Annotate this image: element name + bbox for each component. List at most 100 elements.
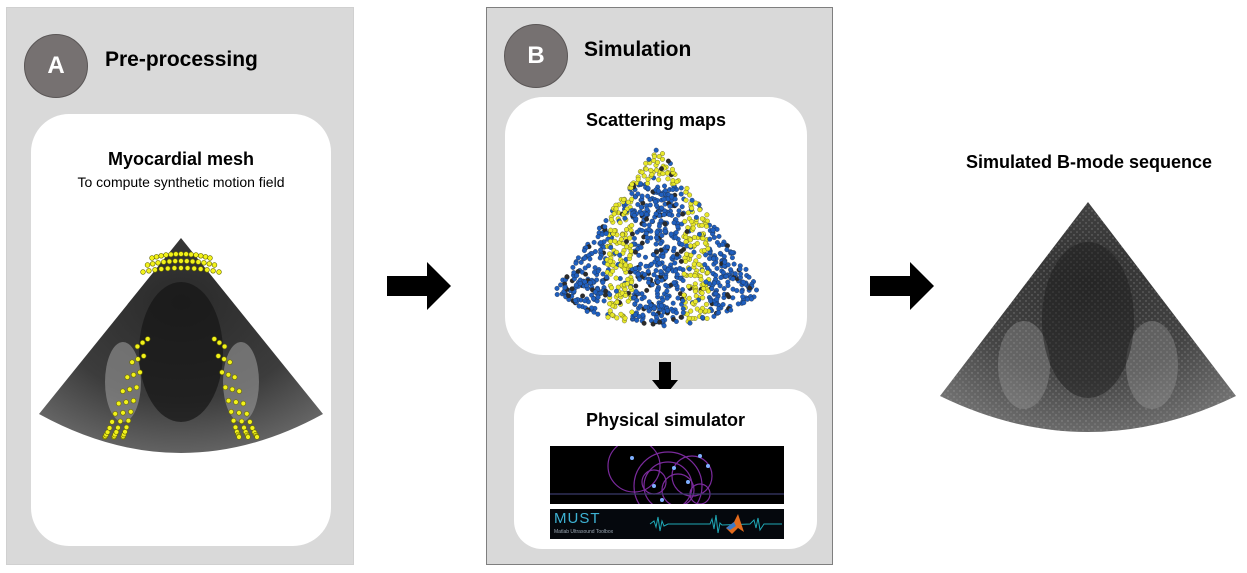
scatterer: [688, 272, 694, 278]
scatterer: [679, 242, 685, 248]
scatterer: [622, 215, 628, 221]
scatterer: [675, 224, 681, 230]
mesh-point: [115, 400, 122, 407]
scatterer: [573, 260, 579, 266]
scatterer: [652, 153, 657, 159]
scatterer: [729, 250, 735, 255]
mesh-point: [134, 343, 141, 350]
scatterer: [636, 252, 642, 258]
stage-b-badge: B: [504, 24, 568, 88]
scatterer: [629, 222, 635, 228]
scatterer: [699, 216, 705, 222]
scatterer: [614, 249, 620, 255]
scatterer: [685, 210, 691, 216]
scatterer: [654, 288, 660, 294]
scatterer: [683, 258, 689, 264]
scatterer: [618, 262, 624, 268]
scatterer: [628, 242, 634, 248]
scatterer: [735, 301, 741, 307]
mesh-point: [120, 388, 126, 394]
scatterer: [661, 196, 667, 202]
scatterer: [595, 311, 601, 317]
scatterer: [570, 264, 576, 270]
scatterer: [654, 229, 660, 235]
scatterer: [660, 297, 666, 303]
scatterer: [654, 249, 660, 255]
mesh-point: [126, 386, 133, 393]
scatterer: [642, 272, 648, 278]
scatterer: [623, 293, 628, 298]
scatterer: [625, 199, 631, 205]
scatterer: [673, 201, 679, 207]
scatterer: [687, 192, 693, 198]
mesh-point: [240, 400, 247, 407]
mesh-point: [216, 269, 222, 275]
scatterer: [599, 232, 605, 237]
scatterer: [681, 292, 687, 298]
scatterer: [598, 290, 604, 296]
scatterer: [656, 223, 662, 229]
scatterer: [612, 238, 618, 244]
scatterer: [689, 197, 695, 203]
mesh-echo-image: [39, 238, 323, 453]
scatterer: [693, 293, 699, 299]
scatterer: [734, 288, 740, 294]
simulation-title: Simulation: [584, 38, 692, 61]
scatterer: [668, 231, 674, 237]
scatterer: [737, 266, 743, 272]
must-logo-text: MUST: [554, 510, 601, 527]
scatterer: [670, 187, 676, 193]
scatterer: [562, 285, 568, 291]
scatterer: [643, 304, 649, 310]
scatterer: [687, 320, 693, 326]
scatterer: [678, 248, 684, 254]
scatterer: [674, 179, 680, 185]
scatterer: [672, 260, 678, 266]
scatterer: [709, 286, 715, 292]
scatterer: [614, 315, 620, 321]
scatterer: [688, 243, 694, 249]
scatterer: [679, 204, 685, 210]
scatterer: [645, 185, 651, 191]
mesh-point: [189, 258, 196, 265]
mesh-point: [201, 260, 207, 266]
scatterer: [711, 256, 717, 262]
scatterer: [686, 295, 692, 301]
scatterer: [664, 308, 670, 314]
mesh-point: [168, 251, 174, 258]
scatterer: [743, 266, 749, 272]
mesh-point: [178, 258, 184, 264]
scatterer: [720, 302, 726, 307]
scatterer: [720, 242, 725, 247]
scatterer: [574, 273, 580, 278]
scatterer: [624, 227, 629, 233]
scatterer: [664, 295, 670, 301]
scatterer: [678, 314, 684, 320]
scatterer: [624, 244, 630, 250]
scatterer: [645, 176, 651, 182]
scatterer: [635, 176, 641, 182]
stage-a-badge: A: [24, 34, 88, 98]
mesh-point: [202, 254, 209, 260]
mesh-point: [130, 398, 137, 404]
scatterer: [696, 254, 702, 259]
scatterer: [631, 213, 637, 218]
scatterer: [607, 258, 613, 264]
scatterer: [638, 204, 644, 210]
scatterer: [639, 193, 645, 199]
physical-simulator-card: Physical simulator: [514, 389, 817, 549]
mesh-point: [254, 434, 260, 440]
mesh-point: [211, 336, 218, 342]
mesh-point: [149, 261, 156, 267]
scatterer: [688, 308, 694, 314]
scatterer: [660, 156, 665, 162]
scatterer: [659, 166, 664, 172]
scatterer: [633, 289, 639, 294]
mesh-point: [153, 254, 160, 260]
scatterer: [688, 252, 694, 258]
mesh-point: [124, 374, 131, 380]
scatterer: [717, 250, 723, 256]
scatterer: [608, 217, 614, 223]
mesh-point: [109, 419, 115, 425]
right-arrow-icon: [387, 262, 451, 310]
